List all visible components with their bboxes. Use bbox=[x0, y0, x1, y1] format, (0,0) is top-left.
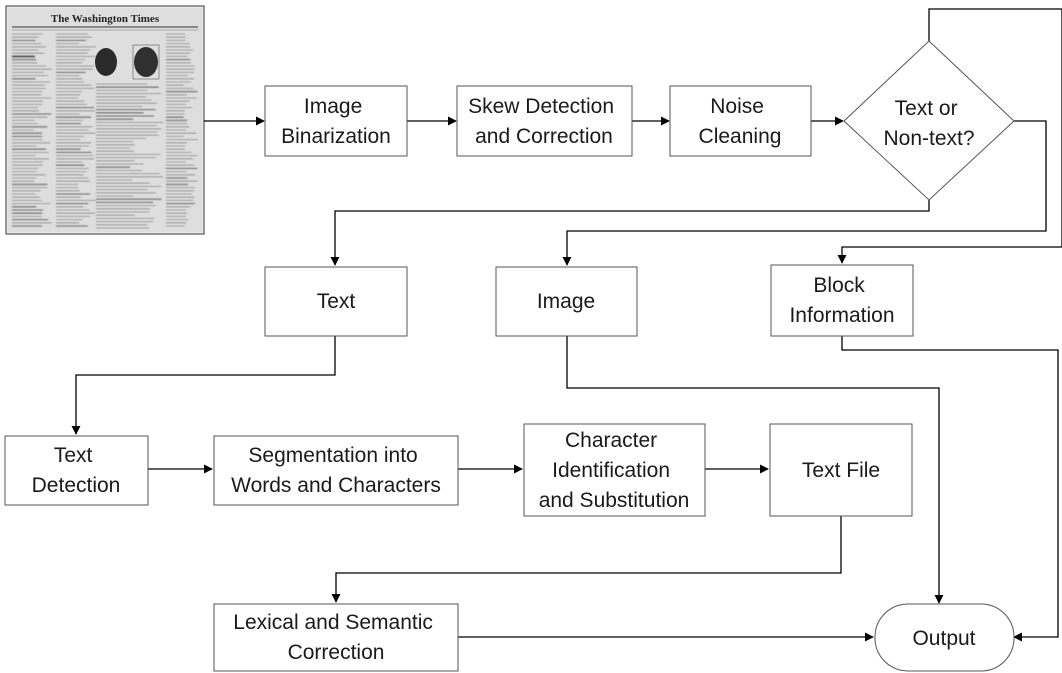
edge-block-output bbox=[841, 336, 1059, 642]
node-noise-cleaning: Noise Cleaning bbox=[669, 85, 812, 157]
newspaper-thumbnail: The Washington Times bbox=[5, 5, 205, 235]
node-label-line: Identification bbox=[552, 459, 670, 482]
node-image: Image bbox=[495, 266, 638, 337]
node-image-binarization: Image Binarization bbox=[264, 85, 408, 157]
node-text: Text bbox=[264, 266, 408, 337]
svg-text:Block Information: Block Information bbox=[789, 274, 894, 327]
node-label-line: Segmentation into bbox=[248, 444, 417, 467]
newspaper-masthead: The Washington Times bbox=[51, 13, 160, 25]
node-label-line: Binarization bbox=[281, 125, 391, 148]
svg-text:Skew Detection and Corre: Skew Detection and Correction bbox=[468, 95, 620, 148]
node-label-line: Noise bbox=[710, 95, 764, 118]
edges bbox=[71, 8, 1062, 642]
node-label-line: Correction bbox=[288, 641, 385, 664]
node-label-line: Image bbox=[304, 95, 362, 118]
node-label-line: Non-text? bbox=[883, 127, 974, 150]
svg-text:Image Binarization: Image Binarization bbox=[281, 95, 391, 148]
svg-text:Text: Text bbox=[317, 290, 356, 313]
node-label-line: Cleaning bbox=[699, 125, 782, 148]
node-label-line: Words and Characters bbox=[231, 474, 441, 497]
node-label-line: Detection bbox=[32, 474, 121, 497]
node-skew-detection: Skew Detection and Correction bbox=[456, 85, 633, 157]
node-block-information: Block Information bbox=[770, 264, 914, 337]
edge-decision-loop bbox=[837, 8, 1062, 264]
edge-image-output bbox=[566, 336, 944, 604]
svg-text:Text or Non-text?: Text or Non-text? bbox=[883, 97, 974, 150]
svg-text:Output: Output bbox=[912, 627, 975, 650]
node-label-line: Block bbox=[813, 274, 865, 297]
node-label-line: Output bbox=[912, 627, 975, 650]
node-label-line: Information bbox=[789, 304, 894, 327]
svg-text:Segmentation into Words: Segmentation into Words and Characters bbox=[231, 444, 441, 497]
node-output: Output bbox=[874, 603, 1015, 672]
node-label-line: and Substitution bbox=[539, 489, 690, 512]
node-character-identification: Character Identification and Substitutio… bbox=[523, 423, 706, 517]
svg-text:Lexical and Semantic Cor: Lexical and Semantic Correction bbox=[233, 611, 438, 664]
edge-decision-text bbox=[330, 200, 930, 266]
node-text-file: Text File bbox=[769, 423, 913, 517]
node-text-or-nontext-decision: Text or Non-text? bbox=[843, 40, 1015, 201]
portrait-left bbox=[95, 48, 117, 76]
node-segmentation: Segmentation into Words and Characters bbox=[213, 435, 459, 506]
svg-text:Character Identification: Character Identification and Substitutio… bbox=[539, 429, 690, 512]
edge-decision-image bbox=[562, 120, 1047, 266]
node-label-line: and Correction bbox=[475, 125, 613, 148]
node-text-detection: Text Detection bbox=[4, 435, 149, 506]
node-label-line: Text File bbox=[802, 459, 880, 482]
node-label-line: Text bbox=[317, 290, 356, 313]
node-label-line: Character bbox=[565, 429, 657, 452]
node-label-line: Lexical and Semantic bbox=[233, 611, 433, 634]
node-label-line: Image bbox=[537, 290, 595, 313]
svg-text:Image: Image bbox=[537, 290, 595, 313]
node-label-line: Skew Detection bbox=[468, 95, 614, 118]
node-lexical-semantic-correction: Lexical and Semantic Correction bbox=[213, 603, 459, 672]
edge-text-detection bbox=[71, 336, 336, 435]
edge-textfile-lexical bbox=[331, 516, 842, 603]
svg-text:Text File: Text File bbox=[802, 459, 880, 482]
svg-text:Text Detection: Text Detection bbox=[32, 444, 121, 497]
portrait-right bbox=[134, 47, 158, 77]
node-label-line: Text bbox=[54, 444, 93, 467]
svg-text:Noise Cleaning: Noise Cleaning bbox=[699, 95, 782, 148]
node-label-line: Text or bbox=[895, 97, 958, 120]
